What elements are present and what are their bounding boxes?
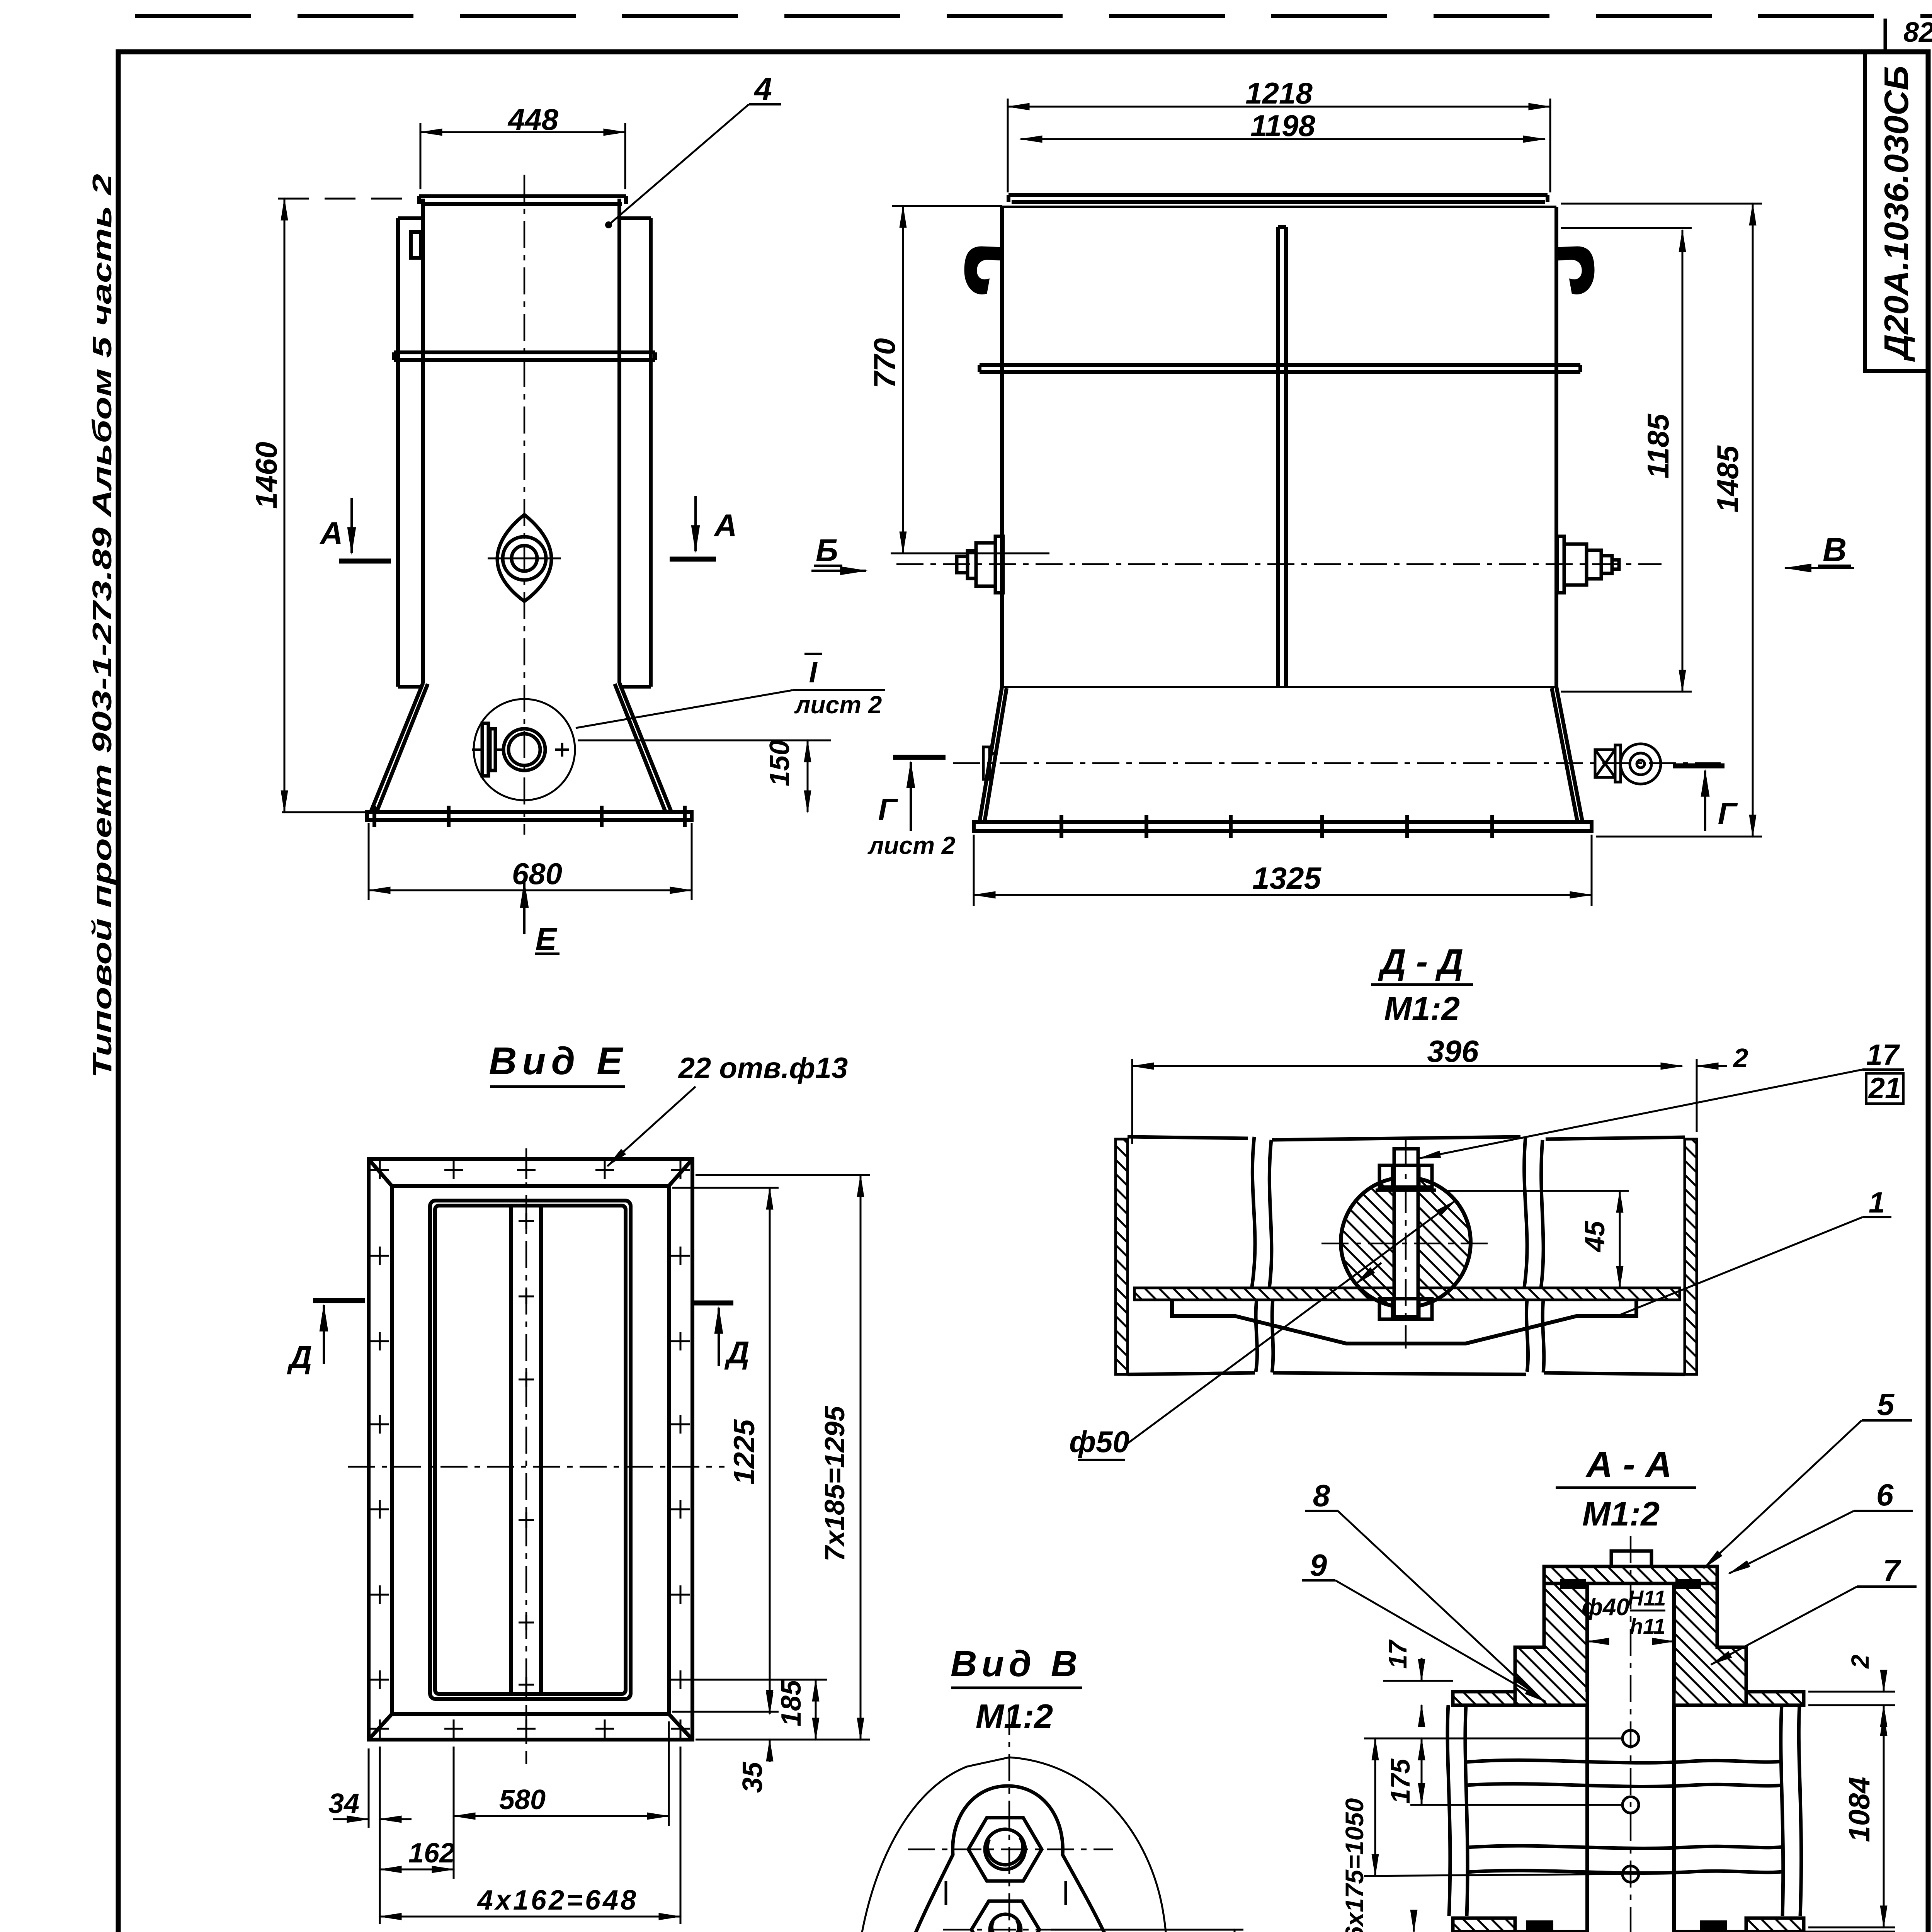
svg-text:А - А: А - А <box>1585 1444 1672 1485</box>
svg-text:21: 21 <box>1868 1072 1901 1105</box>
svg-text:4: 4 <box>753 71 772 107</box>
svg-text:Вид В: Вид В <box>951 1643 1082 1684</box>
svg-text:6x175=1050: 6x175=1050 <box>1340 1798 1369 1932</box>
svg-text:Типовой проект 903-1-273.89 Ал: Типовой проект 903-1-273.89 Альбом 5 час… <box>87 174 117 1078</box>
svg-text:ф50: ф50 <box>1069 1425 1129 1459</box>
svg-text:22 отв.ф13: 22 отв.ф13 <box>678 1052 848 1085</box>
svg-text:Г: Г <box>1718 796 1738 831</box>
svg-text:5: 5 <box>1877 1387 1895 1422</box>
svg-text:35: 35 <box>737 1762 768 1793</box>
svg-text:770: 770 <box>867 338 901 388</box>
svg-text:1: 1 <box>1869 1186 1885 1219</box>
svg-text:17: 17 <box>1866 1039 1900 1071</box>
svg-text:1485: 1485 <box>1711 445 1745 513</box>
svg-text:162: 162 <box>408 1838 455 1869</box>
svg-text:150: 150 <box>764 740 795 786</box>
svg-text:7x185=1295: 7x185=1295 <box>820 1406 850 1561</box>
svg-text:1218: 1218 <box>1245 76 1313 110</box>
svg-text:7: 7 <box>1883 1553 1901 1588</box>
svg-text:Д20А.1036.030СБ: Д20А.1036.030СБ <box>1877 66 1915 362</box>
svg-text:9: 9 <box>1310 1548 1327 1582</box>
svg-text:6: 6 <box>1876 1478 1894 1512</box>
svg-text:2: 2 <box>1733 1043 1748 1073</box>
svg-text:2: 2 <box>1846 1655 1874 1669</box>
svg-text:ф40: ф40 <box>1582 1594 1629 1621</box>
svg-text:580: 580 <box>499 1784 546 1815</box>
svg-text:8: 8 <box>1313 1478 1330 1513</box>
svg-text:1084: 1084 <box>1843 1777 1876 1842</box>
svg-text:А: А <box>713 508 737 543</box>
svg-text:45: 45 <box>1580 1221 1611 1253</box>
svg-text:Б: Б <box>816 533 838 568</box>
svg-text:Е: Е <box>536 922 558 957</box>
svg-text:М1:2: М1:2 <box>1384 990 1460 1027</box>
svg-text:175: 175 <box>1385 1759 1415 1804</box>
svg-text:h11: h11 <box>1630 1614 1665 1638</box>
svg-text:лист 2: лист 2 <box>867 832 956 859</box>
svg-text:680: 680 <box>512 857 562 891</box>
svg-text:Д: Д <box>724 1335 749 1370</box>
svg-text:1225: 1225 <box>728 1419 761 1485</box>
svg-text:I: I <box>809 656 818 689</box>
svg-text:А: А <box>319 516 343 551</box>
svg-text:1198: 1198 <box>1250 109 1315 143</box>
svg-text:4x162=648: 4x162=648 <box>477 1885 638 1916</box>
svg-text:Г: Г <box>878 792 898 827</box>
svg-text:396: 396 <box>1427 1034 1479 1068</box>
svg-text:1460: 1460 <box>249 442 283 509</box>
svg-text:448: 448 <box>507 102 559 136</box>
svg-text:Д - Д: Д - Д <box>1378 942 1464 981</box>
svg-text:17: 17 <box>1383 1639 1412 1669</box>
svg-text:Н11: Н11 <box>1628 1586 1666 1610</box>
svg-text:185: 185 <box>776 1680 807 1726</box>
svg-text:М1:2: М1:2 <box>1582 1495 1660 1533</box>
svg-text:1185: 1185 <box>1641 413 1675 479</box>
svg-text:1325: 1325 <box>1252 861 1321 895</box>
svg-text:Д: Д <box>287 1340 312 1375</box>
svg-text:В: В <box>1823 531 1847 568</box>
svg-text:Вид Е: Вид Е <box>489 1039 628 1083</box>
svg-text:лист 2: лист 2 <box>794 691 882 719</box>
svg-text:34: 34 <box>328 1788 359 1819</box>
svg-text:М1:2: М1:2 <box>976 1697 1053 1735</box>
svg-text:82: 82 <box>1903 17 1932 48</box>
